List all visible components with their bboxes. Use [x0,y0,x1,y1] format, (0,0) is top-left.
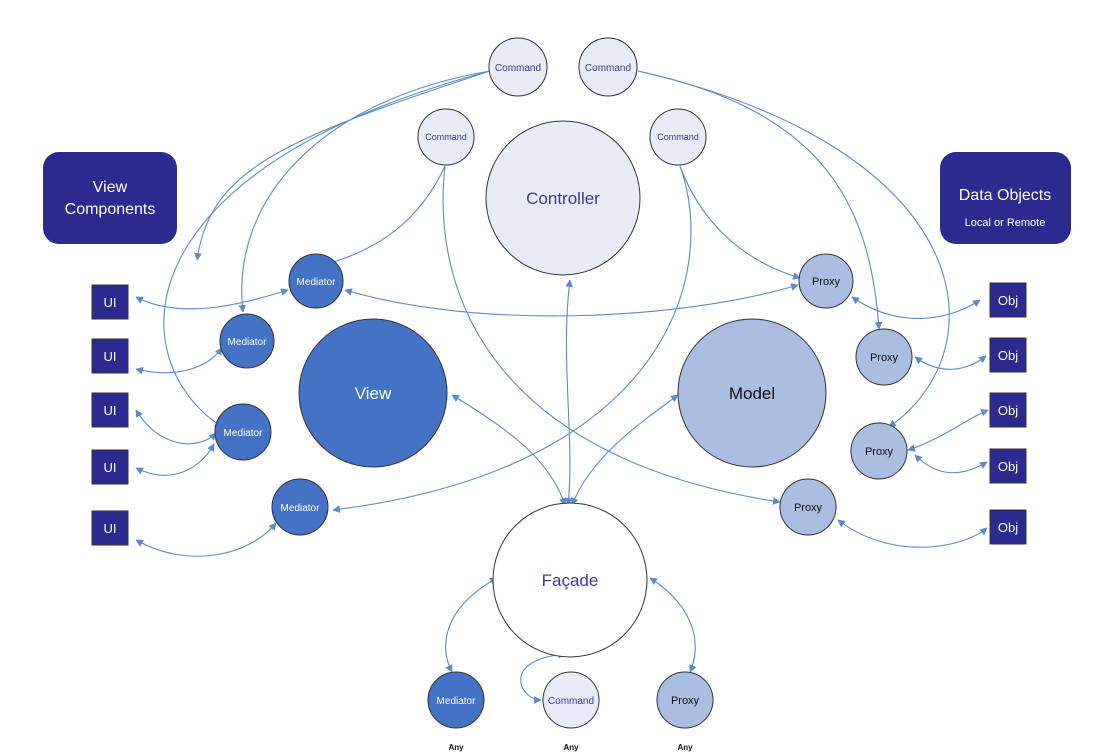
svg-text:Proxy: Proxy [794,502,823,514]
connector [451,394,567,506]
svg-text:Proxy: Proxy [812,276,841,288]
controller-label: Controller [526,189,600,208]
any-caption: Any [677,743,693,752]
svg-text:Command: Command [548,696,594,707]
connector [238,70,491,313]
ui-box: UI [91,510,129,546]
facade-label: Façade [542,571,599,590]
connector [344,283,799,317]
proxy-node: Proxy [850,422,908,480]
svg-text:UI: UI [104,295,117,310]
bottom-mediator-node: Mediator [427,671,485,729]
svg-text:Obj: Obj [998,403,1018,418]
data-objects-subtitle: Local or Remote [965,217,1046,229]
connector [445,577,498,673]
facade-node: Façade [492,502,648,658]
svg-text:Command: Command [657,132,699,142]
svg-text:Mediator: Mediator [437,696,477,707]
svg-text:UI: UI [104,403,117,418]
bottom-command-node: Command [542,671,600,729]
command-node: Command [649,108,707,166]
controller-node: Controller [485,120,641,276]
bottom-proxy-node: Proxy [656,671,714,729]
view-label: View [355,384,392,403]
svg-text:Mediator: Mediator [228,337,268,348]
svg-text:Command: Command [425,132,467,142]
mediator-node: Mediator [214,403,272,461]
connector [679,165,801,280]
data-objects-title: Data Objects [959,187,1051,204]
svg-text:Obj: Obj [998,459,1018,474]
command-node: Command [578,37,638,97]
data-objects-box: Data Objects Local or Remote [940,152,1071,244]
any-caption: Any [448,743,464,752]
connector [135,288,289,310]
obj-box: Obj [989,448,1027,484]
mediator-node: Mediator [288,253,344,309]
view-node: View [298,318,448,468]
model-node: Model [677,318,827,468]
svg-text:UI: UI [104,521,117,536]
connector [837,519,988,548]
svg-text:Obj: Obj [998,293,1018,308]
view-components-line1: View [93,179,128,196]
svg-text:UI: UI [104,460,117,475]
mediator-node: Mediator [271,478,329,536]
connector [564,279,573,506]
ui-box: UI [91,284,129,320]
svg-text:Obj: Obj [998,520,1018,535]
command-node: Command [417,108,475,166]
obj-box: Obj [989,392,1027,428]
connector [907,409,989,452]
connector [135,409,217,445]
svg-text:Mediator: Mediator [281,503,321,514]
svg-text:Mediator: Mediator [297,277,337,288]
svg-text:Proxy: Proxy [870,352,899,364]
svg-text:Obj: Obj [998,348,1018,363]
mediator-node: Mediator [219,313,275,369]
connector [914,454,988,474]
command-node: Command [488,37,548,97]
svg-text:Command: Command [495,63,541,74]
svg-text:Command: Command [585,63,631,74]
svg-text:Proxy: Proxy [671,695,700,707]
obj-box: Obj [989,337,1027,373]
connector [520,650,566,704]
ui-box: UI [91,338,129,374]
connector [851,296,981,320]
proxy-node: Proxy [798,253,854,309]
connector [637,70,950,428]
proxy-node: Proxy [779,478,837,536]
svg-text:Proxy: Proxy [865,446,894,458]
connectors [135,70,989,704]
model-label: Model [729,384,775,403]
connector [135,347,223,375]
connector [319,165,446,268]
ui-box: UI [91,392,129,428]
connector [649,577,697,673]
proxy-node: Proxy [855,328,913,386]
obj-box: Obj [989,282,1027,318]
svg-text:UI: UI [104,349,117,364]
obj-box: Obj [989,509,1027,545]
connector [194,70,491,261]
svg-text:Mediator: Mediator [224,428,264,439]
connector [135,522,277,557]
view-components-box: View Components [43,152,177,244]
view-components-line2: Components [65,201,156,218]
connector [914,355,987,370]
connector [135,443,215,476]
any-caption: Any [563,743,579,752]
ui-box: UI [91,449,129,485]
connector [571,394,679,506]
